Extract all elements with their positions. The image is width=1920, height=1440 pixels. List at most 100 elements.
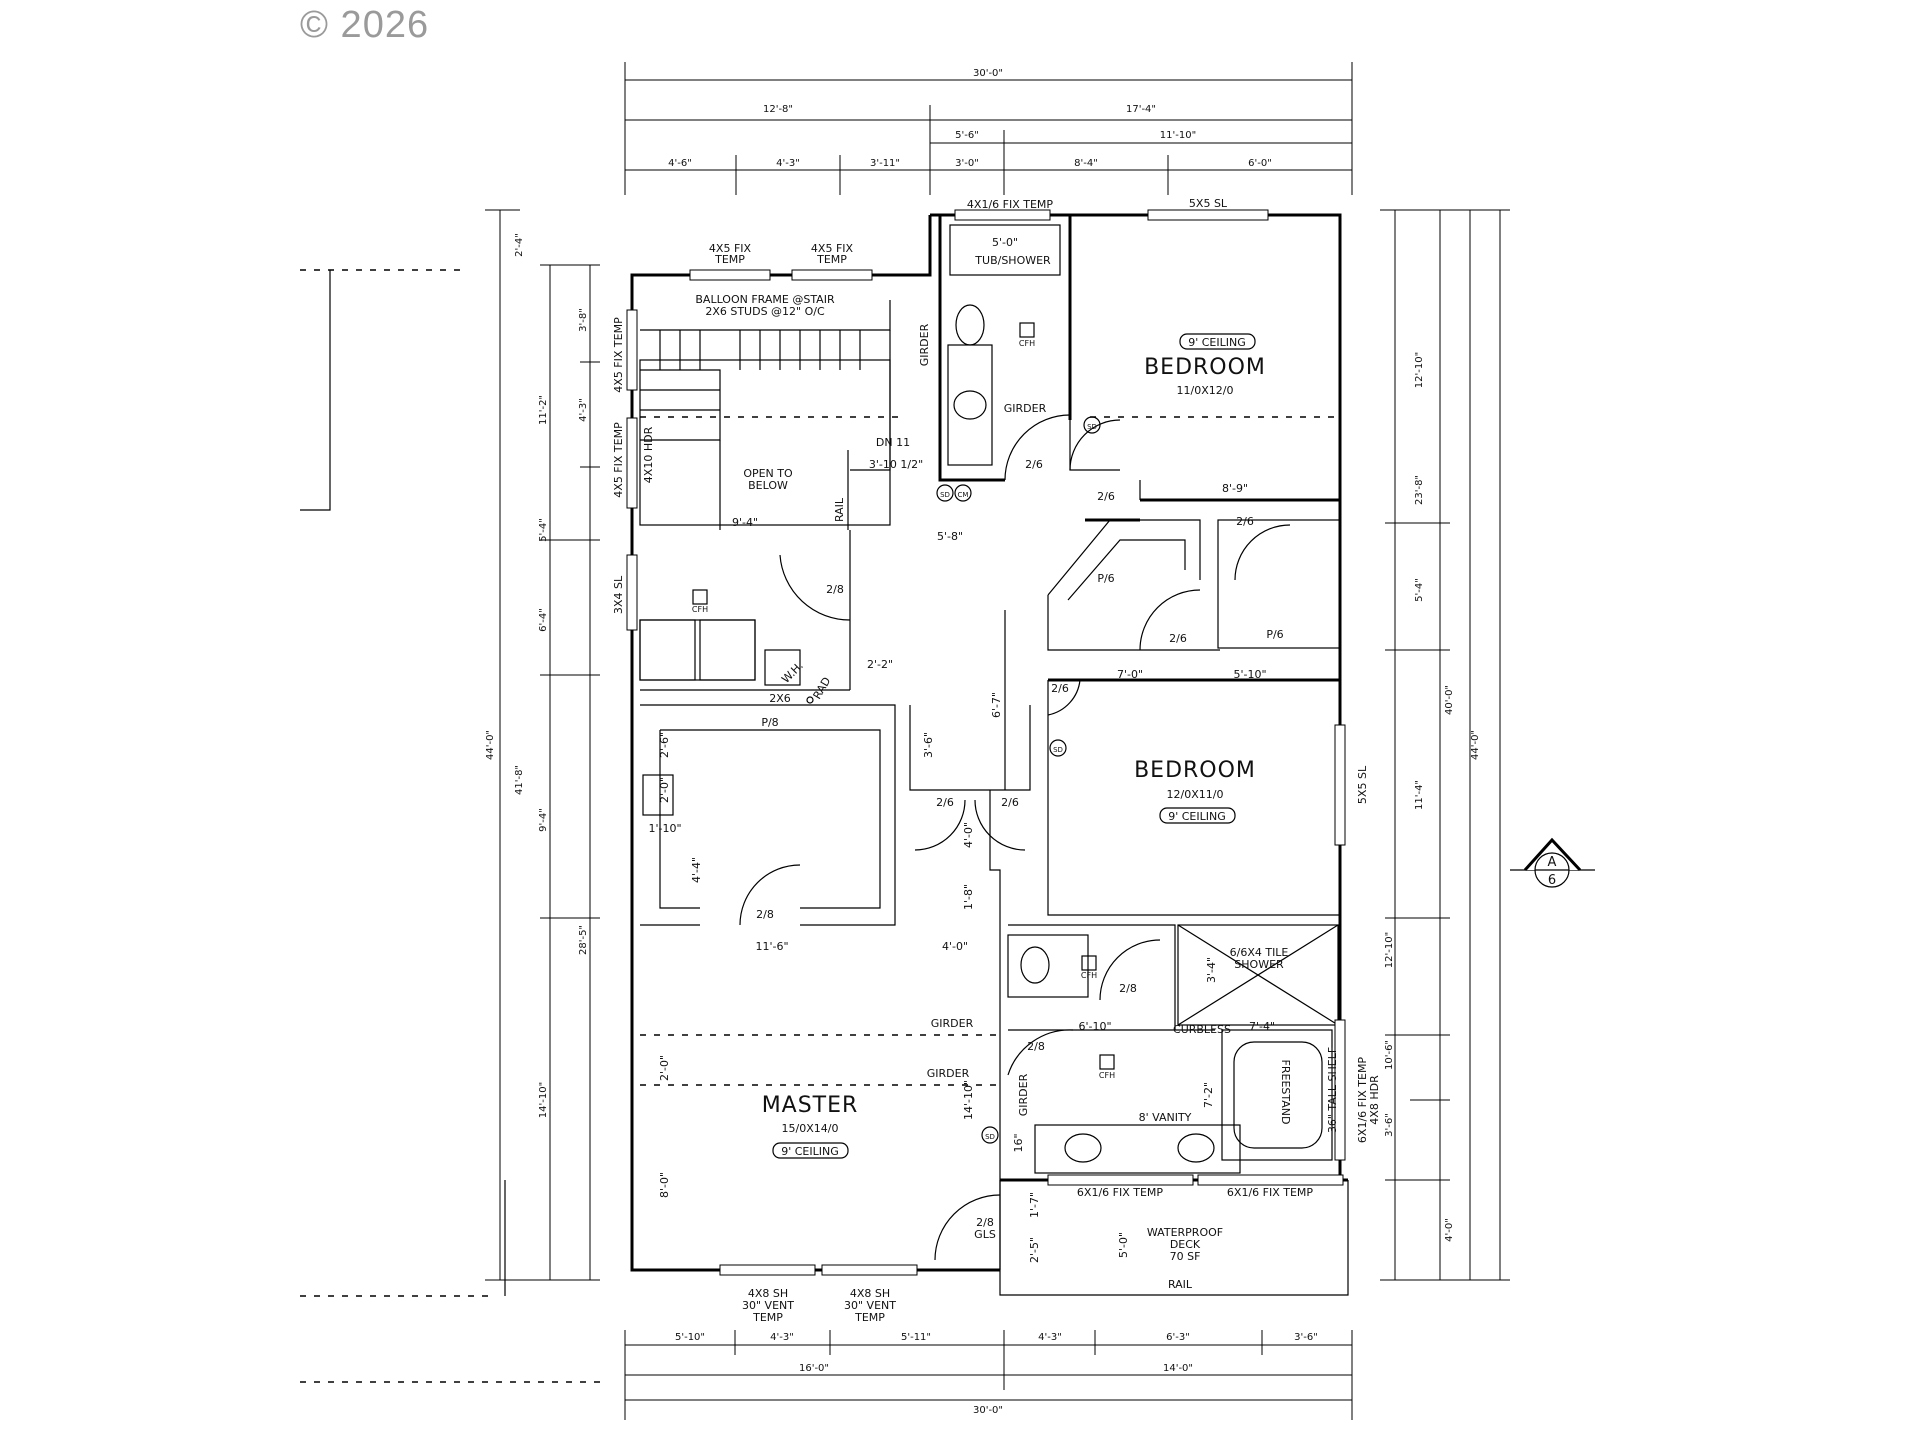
note-dim-4-0b: 4'-0": [942, 940, 968, 953]
dim-right-overall: 44'-0": [1470, 730, 1481, 760]
note-cfh-3: CFH: [1081, 971, 1097, 980]
hvac-unit: [642, 774, 674, 816]
note-hall-dim: 8'-9": [1222, 482, 1248, 495]
dim-right-inner-a: 12'-10": [1414, 352, 1425, 388]
washer: [699, 619, 756, 681]
note-curbless: CURBLESS: [1173, 1023, 1231, 1036]
fan-icon: [1081, 955, 1097, 971]
window-top-bedroom: [1147, 209, 1269, 221]
note-sd-2: SD: [940, 491, 950, 499]
dim-top-row4-a: 4'-6": [668, 158, 692, 169]
note-p8-a: P/8: [761, 716, 778, 729]
dim-left-inner-a: 3'-8": [578, 308, 589, 332]
note-tub-dim: 5'-0": [992, 236, 1018, 249]
door-laundry: [779, 554, 851, 621]
dim-top-row4-d: 3'-0": [955, 158, 979, 169]
door-closet2: [1139, 589, 1201, 651]
note-dim-14-10: 14'-10": [962, 1080, 975, 1120]
bedroom2-size: 12/0X11/0: [1167, 788, 1224, 801]
dim-top-row4-e: 8'-4": [1074, 158, 1098, 169]
top-dimensions: 30'-0" 12'-8" 17'-4" 5'-6" 11'-10" 4'-6"…: [624, 62, 1353, 195]
copyright-watermark: © 2026: [300, 4, 430, 46]
master-ceiling-badge: [772, 1142, 849, 1159]
note-dim-3-10: 3'-10 1/2": [869, 458, 923, 471]
dim-bottom-row1-e: 6'-3": [1166, 1332, 1190, 1343]
windows: [626, 209, 1346, 1276]
note-studs: 2X6 STUDS @12" O/C: [705, 305, 825, 318]
dim-bottom-overall: 30'-0": [973, 1405, 1003, 1416]
note-dim-6-10: 6'-10": [1078, 1020, 1111, 1033]
note-open-below-2: BELOW: [748, 479, 788, 492]
note-dim-2-2: 2'-2": [867, 658, 893, 671]
note-sh1-2: 30" VENT: [742, 1299, 794, 1312]
note-rail: RAIL: [833, 497, 846, 522]
master-size: 15/0X14/0: [782, 1122, 839, 1135]
door-closet1: [1234, 524, 1291, 581]
note-sh2-1: 4X8 SH: [850, 1287, 890, 1300]
window-stair-2: [791, 269, 873, 281]
note-deck-3: 70 SF: [1170, 1250, 1201, 1263]
note-girder-bath: GIRDER: [1004, 402, 1047, 415]
dim-bottom-row1-d: 4'-3": [1038, 1332, 1062, 1343]
note-dim-3-4: 3'-4": [1205, 957, 1218, 983]
smoke-detector-icon: [936, 484, 954, 502]
rad-point: [806, 696, 814, 704]
dim-left-h: 14'-10": [538, 1082, 549, 1118]
dim-right-inner-g: 4'-0": [1444, 1218, 1455, 1242]
note-door-2-6b: 2/6: [1097, 490, 1115, 503]
note-door-2-8d: 2/8: [1027, 1040, 1045, 1053]
note-p6-b: P/6: [1266, 628, 1283, 641]
interior-walls: [639, 215, 1341, 1270]
dim-left-overall: 44'-0": [485, 730, 496, 760]
door-linen-1: [914, 799, 966, 851]
note-tile-shower-2: SHOWER: [1234, 958, 1284, 971]
note-fix-deck2: 6X1/6 FIX TEMP: [1227, 1186, 1313, 1199]
dim-bottom-row2-b: 14'-0": [1163, 1363, 1193, 1374]
note-dim-3-6: 3'-6": [922, 732, 935, 758]
note-girder-master1: GIRDER: [931, 1017, 974, 1030]
note-dim-5-0: 5'-0": [1117, 1232, 1130, 1258]
bedroom1-ceiling-badge: [1179, 333, 1256, 350]
door-bedroom1: [1069, 419, 1121, 471]
dim-right-inner-c: 11'-4": [1414, 780, 1425, 810]
note-open-below-1: OPEN TO: [743, 467, 793, 480]
bedroom2-ceiling-badge: [1159, 807, 1236, 824]
bedroom1-name: BEDROOM: [1144, 355, 1266, 380]
section-marker: A 6: [1510, 837, 1595, 888]
window-top-bath: [954, 209, 1051, 221]
bedroom2-name: BEDROOM: [1134, 758, 1256, 783]
note-hdr-right: 4X8 HDR: [1368, 1075, 1381, 1125]
note-dim-8-0: 8'-0": [658, 1172, 671, 1198]
dim-top-row3-a: 5'-6": [955, 130, 979, 141]
window-stair-1: [689, 269, 771, 281]
fan-icon: [1099, 1054, 1115, 1070]
note-dim-7-0: 7'-0": [1117, 668, 1143, 681]
note-gls: GLS: [974, 1228, 996, 1241]
smoke-detector-icon: [1049, 739, 1067, 757]
note-dim-4-4: 4'-4": [690, 857, 703, 883]
note-dim-2-0: 2'-0": [658, 777, 671, 803]
dim-left-d: 6'-4": [538, 608, 549, 632]
note-balloon: BALLOON FRAME @STAIR: [695, 293, 835, 306]
note-cfh-4: CFH: [1099, 1071, 1115, 1080]
smoke-detector-icon: [981, 1126, 999, 1144]
note-tub-shower: TUB/SHOWER: [974, 254, 1051, 267]
sink-master-1: [1064, 1133, 1102, 1163]
dim-right-inner-b: 5'-4": [1414, 578, 1425, 602]
dim-left-a: 2'-4": [514, 233, 525, 257]
dryer: [639, 619, 696, 681]
fixtures: [639, 304, 1215, 1163]
bedroom1-size: 11/0X12/0: [1177, 384, 1234, 397]
note-dim-2-5: 2'-5": [1028, 1237, 1041, 1263]
dim-left-c: 5'-4": [538, 518, 549, 542]
note-deck-1: WATERPROOF: [1147, 1226, 1223, 1239]
note-win-top-bed: 5X5 SL: [1189, 197, 1228, 210]
section-number: 6: [1548, 873, 1556, 888]
note-sh1-3: TEMP: [752, 1311, 783, 1324]
note-dn: DN 11: [876, 436, 910, 449]
dim-bottom-row2-a: 16'-0": [799, 1363, 829, 1374]
note-win-top-bath: 4X1/6 FIX TEMP: [967, 198, 1053, 211]
